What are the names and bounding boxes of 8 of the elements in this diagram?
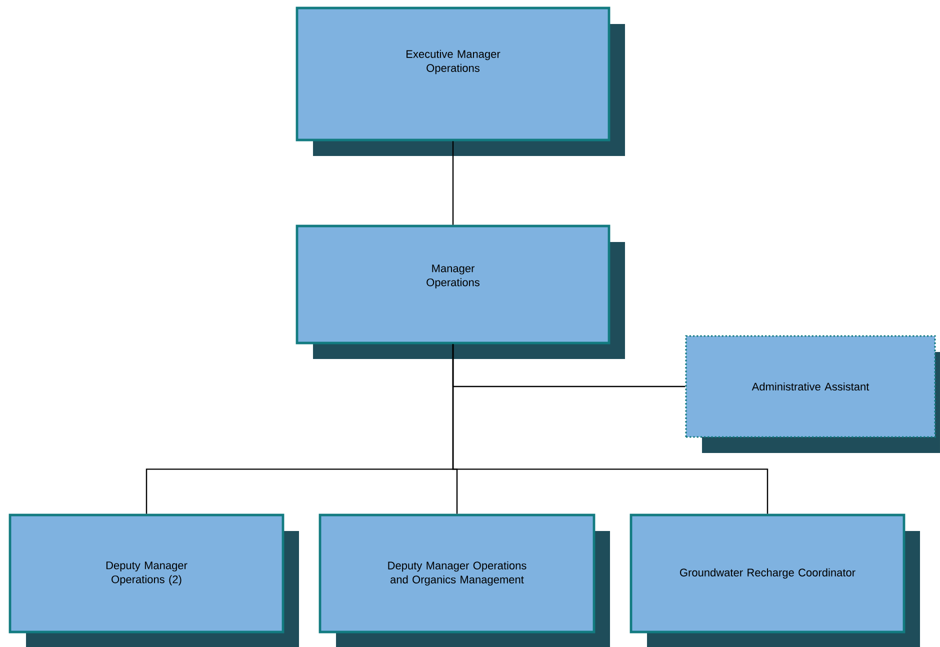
position-box: Deputy Manager Operations (2) (8, 514, 299, 647)
position-box: Deputy Manager Operations and Organics Management (318, 514, 610, 647)
position-box: Manager Operations (296, 224, 625, 359)
connector-line (452, 141, 454, 225)
position-box: Administrative Assistant (685, 335, 940, 453)
position-box: Executive Manager Operations (296, 6, 625, 156)
position-box: Groundwater Recharge Coordinator (630, 514, 920, 647)
connector-line (452, 344, 768, 514)
